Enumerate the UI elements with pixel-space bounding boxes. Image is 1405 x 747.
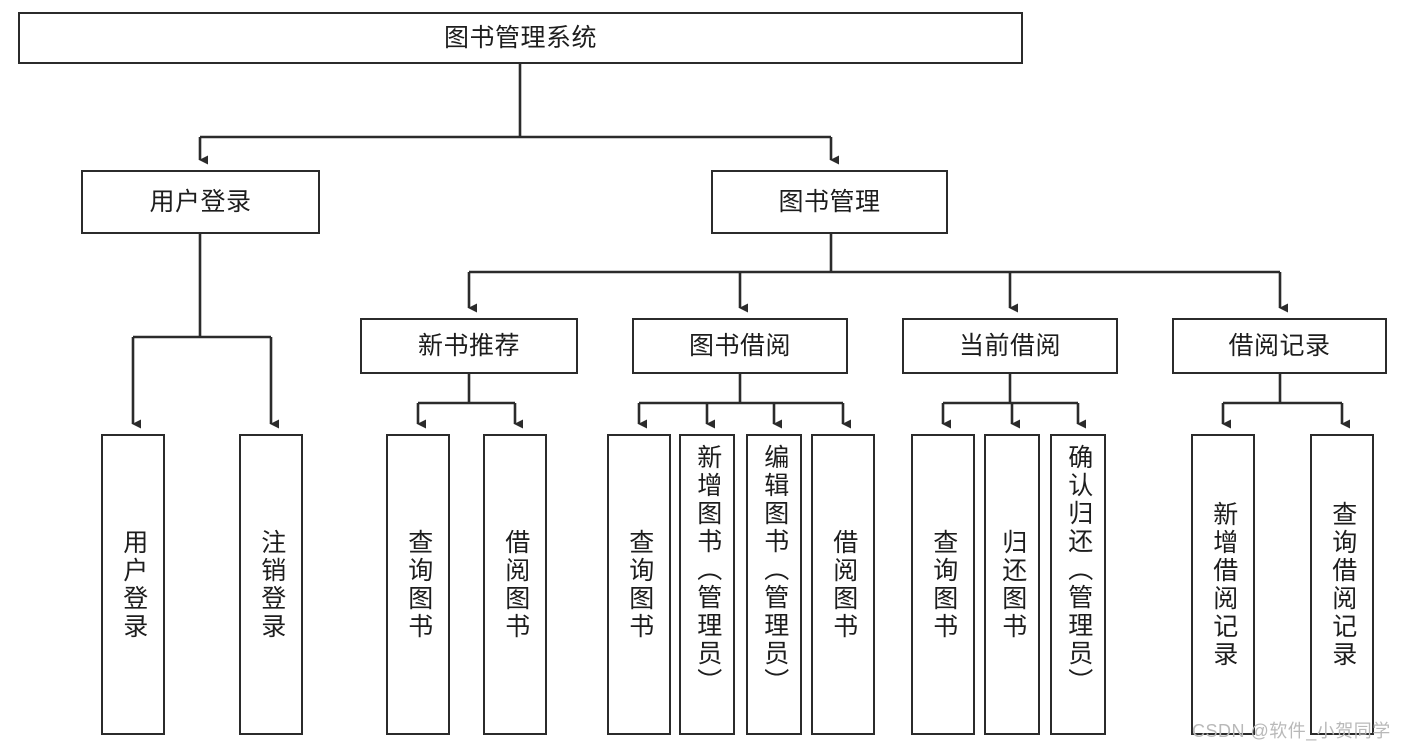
csdn-watermark: CSDN @软件_小贺同学 bbox=[1192, 721, 1391, 741]
currentborrow-to-leaves-connectors bbox=[941, 374, 1086, 429]
node-label: 编辑图书（管理员） bbox=[760, 444, 789, 696]
leaf-user-login[interactable]: 用户登录 bbox=[101, 434, 165, 735]
node-book-management[interactable]: 图书管理 bbox=[711, 170, 948, 234]
node-label: 新增图书（管理员） bbox=[693, 444, 722, 696]
node-user-login[interactable]: 用户登录 bbox=[81, 170, 320, 234]
node-label: 查询图书 bbox=[625, 528, 654, 641]
leaf-add-book-admin[interactable]: 新增图书（管理员） bbox=[679, 434, 735, 735]
node-new-book-recommend[interactable]: 新书推荐 bbox=[360, 318, 578, 374]
leaf-user-logout[interactable]: 注销登录 bbox=[239, 434, 303, 735]
node-label: 借阅图书 bbox=[829, 528, 858, 641]
bookmgmt-to-level3-connectors bbox=[467, 234, 1288, 313]
leaf-edit-book-admin[interactable]: 编辑图书（管理员） bbox=[746, 434, 802, 735]
node-label: 查询图书 bbox=[929, 528, 958, 641]
node-label: 查询借阅记录 bbox=[1328, 500, 1357, 669]
newbook-to-leaves-connectors bbox=[416, 374, 523, 429]
node-label: 确认归还（管理员） bbox=[1064, 444, 1093, 696]
node-label: 用户登录 bbox=[149, 188, 252, 216]
borrowbook-to-leaves-connectors bbox=[637, 374, 851, 429]
leaf-query-book-recommend[interactable]: 查询图书 bbox=[386, 434, 450, 735]
node-label: 图书管理系统 bbox=[443, 24, 597, 52]
userlogin-to-leaves-connectors bbox=[131, 234, 279, 429]
node-label: 新书推荐 bbox=[417, 332, 520, 360]
leaf-borrow-book-recommend[interactable]: 借阅图书 bbox=[483, 434, 547, 735]
leaf-query-book-borrow[interactable]: 查询图书 bbox=[607, 434, 671, 735]
node-label: 用户登录 bbox=[119, 528, 148, 641]
node-label: 查询图书 bbox=[404, 528, 433, 641]
node-current-borrow[interactable]: 当前借阅 bbox=[902, 318, 1118, 374]
node-book-borrow[interactable]: 图书借阅 bbox=[632, 318, 848, 374]
node-label: 当前借阅 bbox=[958, 332, 1061, 360]
leaf-query-book-current[interactable]: 查询图书 bbox=[911, 434, 975, 735]
node-label: 新增借阅记录 bbox=[1209, 500, 1238, 669]
node-label: 图书借阅 bbox=[688, 332, 791, 360]
node-label: 图书管理 bbox=[778, 188, 881, 216]
node-label: 借阅图书 bbox=[501, 528, 530, 641]
leaf-borrow-book[interactable]: 借阅图书 bbox=[811, 434, 875, 735]
leaf-query-borrow-record[interactable]: 查询借阅记录 bbox=[1310, 434, 1374, 735]
node-root-system[interactable]: 图书管理系统 bbox=[18, 12, 1023, 64]
leaf-add-borrow-record[interactable]: 新增借阅记录 bbox=[1191, 434, 1255, 735]
node-label: 注销登录 bbox=[257, 528, 286, 641]
leaf-return-book[interactable]: 归还图书 bbox=[984, 434, 1040, 735]
borrowrecord-to-leaves-connectors bbox=[1221, 374, 1350, 429]
node-label: 归还图书 bbox=[998, 528, 1027, 641]
leaf-confirm-return-admin[interactable]: 确认归还（管理员） bbox=[1050, 434, 1106, 735]
node-label: 借阅记录 bbox=[1228, 332, 1331, 360]
node-borrow-record[interactable]: 借阅记录 bbox=[1172, 318, 1387, 374]
root-to-level2-connectors bbox=[198, 64, 839, 165]
